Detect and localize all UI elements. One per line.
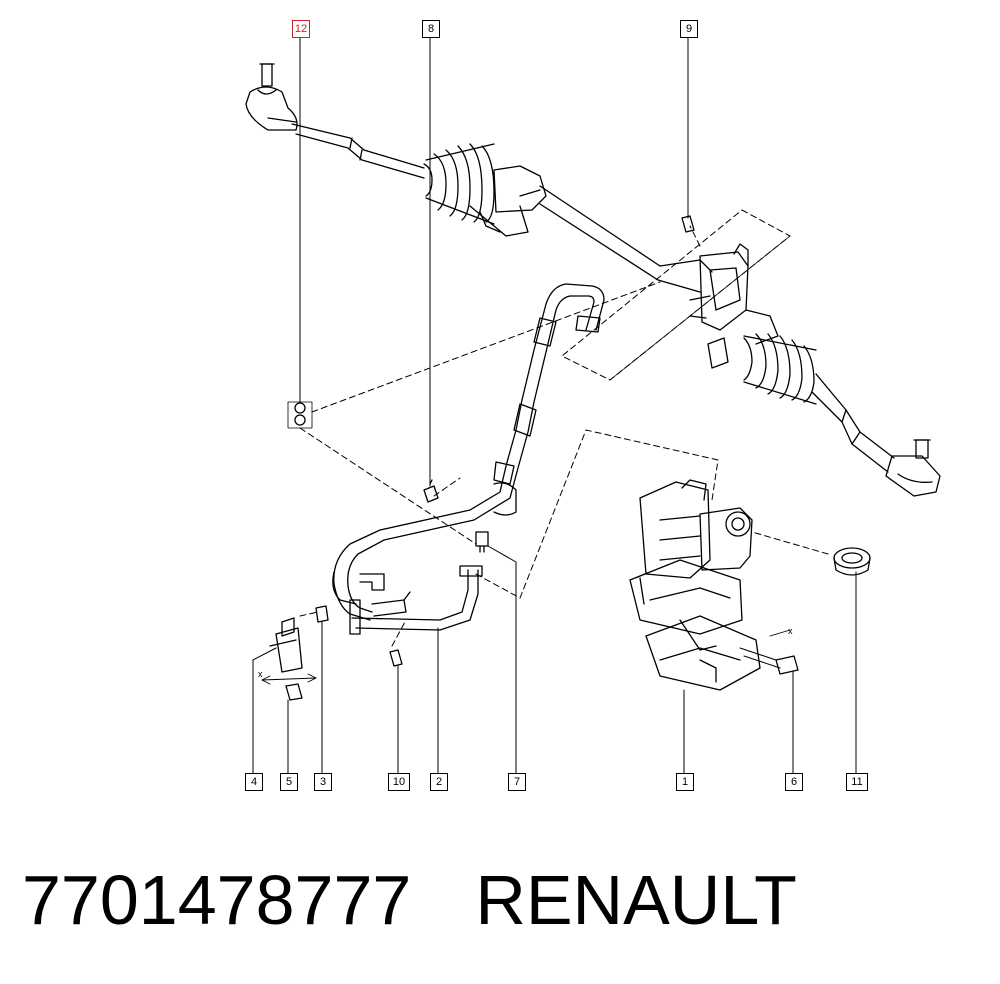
callout-1[interactable]: 1	[676, 773, 694, 791]
dimension-marks	[261, 629, 791, 685]
callout-6[interactable]: 6	[785, 773, 803, 791]
pinion-housing	[689, 243, 779, 369]
callout-5[interactable]: 5	[280, 773, 298, 791]
callout-4[interactable]: 4	[245, 773, 263, 791]
left-tie-rod-end	[245, 63, 298, 131]
dimension-x-right: x	[788, 626, 793, 636]
callout-11[interactable]: 11	[846, 773, 868, 791]
callout-7[interactable]: 7	[508, 773, 526, 791]
callout-10[interactable]: 10	[388, 773, 410, 791]
callout-8[interactable]: 8	[422, 20, 440, 38]
dimension-x-left: x	[258, 669, 263, 679]
guide-lines	[299, 225, 829, 647]
part-number: 7701478777	[22, 861, 412, 939]
caption: 7701478777 RENAULT	[22, 860, 797, 940]
small-parts	[269, 215, 871, 701]
callout-leaders	[252, 36, 857, 775]
steering-rack	[245, 63, 941, 497]
callout-3[interactable]: 3	[314, 773, 332, 791]
callout-9[interactable]: 9	[680, 20, 698, 38]
callout-2[interactable]: 2	[430, 773, 448, 791]
brand-name: RENAULT	[475, 861, 797, 939]
right-tie-rod-end	[885, 439, 941, 497]
electric-motor-unit	[629, 479, 761, 691]
right-bellows	[743, 333, 817, 405]
callout-12[interactable]: 12	[292, 20, 310, 38]
pipe-assembly	[332, 283, 605, 635]
left-bellows	[423, 143, 495, 225]
